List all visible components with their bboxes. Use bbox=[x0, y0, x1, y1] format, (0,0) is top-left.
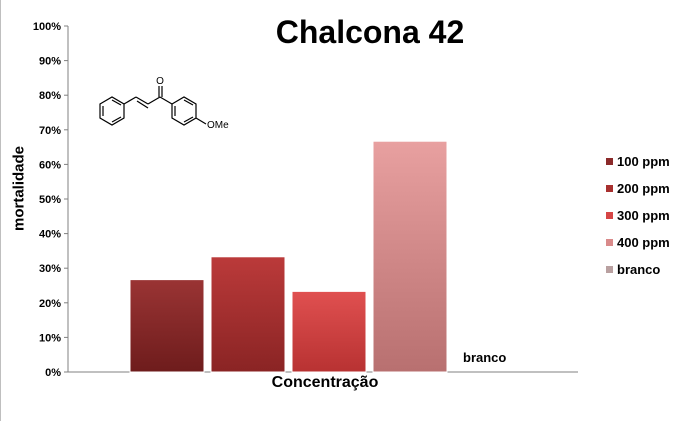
legend-label: 100 ppm bbox=[617, 154, 670, 169]
bars-group bbox=[129, 140, 448, 373]
chart-title: Chalcona 42 bbox=[275, 14, 465, 50]
legend-swatch bbox=[606, 266, 613, 273]
legend-label: 400 ppm bbox=[617, 235, 670, 250]
y-tick-label: 100% bbox=[33, 21, 61, 33]
legend-swatch bbox=[606, 158, 613, 165]
y-tick-label: 80% bbox=[39, 90, 61, 102]
y-tick-label: 70% bbox=[39, 125, 61, 137]
y-tick-label: 90% bbox=[39, 56, 61, 68]
branco-data-label: branco bbox=[463, 350, 507, 365]
y-tick-label: 50% bbox=[39, 194, 61, 206]
y-tick-label: 10% bbox=[39, 332, 61, 344]
axis-group: 0% 10% 20% 30% 40% 50% 60% 70% 80% 90% 100% bbox=[33, 21, 578, 379]
legend-item: 300 ppm bbox=[606, 202, 686, 229]
bar-200-ppm bbox=[210, 256, 286, 373]
legend-label: 200 ppm bbox=[617, 181, 670, 196]
y-axis-label: mortalidade bbox=[10, 145, 28, 232]
y-tick-label: 0% bbox=[45, 367, 61, 379]
y-tick-label: 30% bbox=[39, 263, 61, 275]
legend-item: 100 ppm bbox=[606, 148, 686, 175]
legend-swatch bbox=[606, 239, 613, 246]
legend-item: 400 ppm bbox=[606, 229, 686, 256]
methoxy-label: OMe bbox=[207, 120, 229, 131]
bar-400-ppm bbox=[372, 140, 448, 373]
legend-swatch bbox=[606, 212, 613, 219]
legend-item: branco bbox=[606, 256, 686, 283]
chalcone-structure-icon bbox=[99, 86, 207, 126]
bar-300-ppm bbox=[291, 290, 367, 373]
legend-swatch bbox=[606, 185, 613, 192]
y-tick-label: 20% bbox=[39, 298, 61, 310]
bar-100-ppm bbox=[129, 279, 205, 373]
y-tick-label: 60% bbox=[39, 159, 61, 171]
legend-item: 200 ppm bbox=[606, 175, 686, 202]
legend-label: branco bbox=[617, 262, 661, 277]
carbonyl-label: O bbox=[156, 76, 164, 87]
y-tick-label: 40% bbox=[39, 229, 61, 241]
legend: 100 ppm 200 ppm 300 ppm 400 ppm branco bbox=[606, 148, 686, 283]
legend-label: 300 ppm bbox=[617, 208, 670, 223]
x-axis-label: Concentração bbox=[271, 374, 379, 391]
